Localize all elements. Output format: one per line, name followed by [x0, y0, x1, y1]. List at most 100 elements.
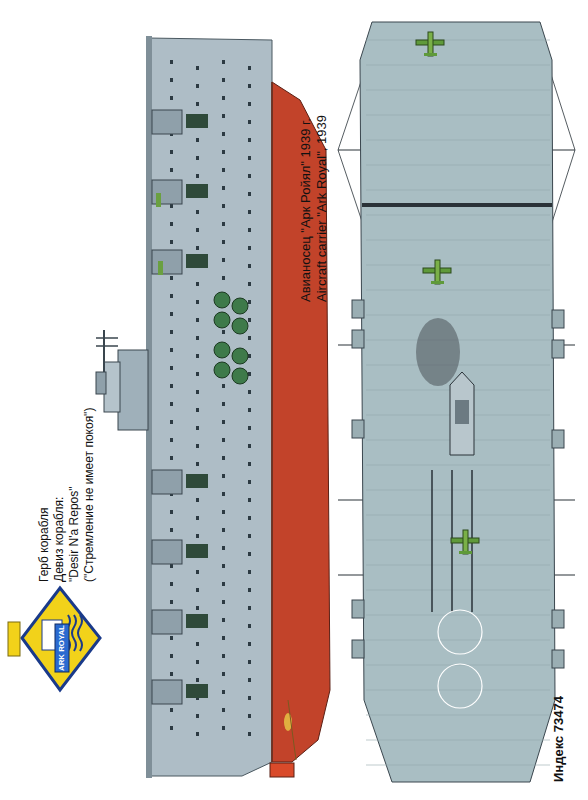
biplane	[416, 32, 444, 56]
gallery-opening	[186, 544, 208, 558]
porthole	[248, 552, 251, 556]
mast	[103, 330, 105, 372]
porthole	[196, 426, 199, 430]
porthole	[222, 240, 225, 244]
gun-sponson	[152, 680, 182, 704]
funnel	[455, 400, 469, 424]
biplane	[423, 260, 451, 284]
porthole	[248, 498, 251, 502]
deck-seam	[366, 715, 550, 716]
porthole	[248, 264, 251, 268]
caption-text: ("Стремление не имеет покоя")	[83, 408, 97, 582]
porthole	[248, 246, 251, 250]
porthole	[222, 114, 225, 118]
porthole	[248, 300, 251, 304]
porthole	[222, 420, 225, 424]
porthole	[196, 156, 199, 160]
crest-waves	[78, 615, 82, 651]
deck-seam	[366, 40, 550, 41]
caption-text: "Desir N'a Repos"	[68, 486, 82, 582]
caption-text: Aircraft carrier "Ark Royal", 1939	[315, 115, 330, 302]
porthole	[248, 282, 251, 286]
caption-text: Девиз корабля:	[53, 497, 67, 582]
porthole	[196, 732, 199, 736]
tailplane	[424, 53, 437, 56]
porthole	[170, 672, 173, 676]
porthole	[196, 210, 199, 214]
deck-seam	[366, 740, 550, 741]
island-top	[450, 372, 474, 455]
porthole	[170, 564, 173, 568]
deck-seam	[366, 115, 550, 116]
rudder	[270, 763, 294, 777]
porthole	[170, 60, 173, 64]
gun-sponson	[152, 470, 182, 494]
deck-seam	[366, 215, 550, 216]
porthole	[248, 696, 251, 700]
porthole	[170, 78, 173, 82]
porthole	[248, 570, 251, 574]
gallery-opening	[186, 614, 208, 628]
deck-seam	[366, 65, 550, 66]
plan-view	[338, 22, 575, 782]
porthole	[170, 348, 173, 352]
porthole	[222, 78, 225, 82]
porthole	[222, 726, 225, 730]
deck-seam	[366, 690, 550, 691]
porthole	[222, 510, 225, 514]
porthole	[222, 708, 225, 712]
deck-seam	[366, 190, 550, 191]
porthole	[196, 588, 199, 592]
sponson	[552, 310, 564, 328]
fuselage	[428, 32, 433, 56]
crest-name: ARK ROYAL	[57, 625, 66, 671]
deck-marking	[431, 470, 433, 612]
porthole	[196, 408, 199, 412]
porthole	[222, 636, 225, 640]
porthole	[222, 222, 225, 226]
porthole	[248, 426, 251, 430]
lifeboat	[214, 292, 230, 308]
porthole	[248, 138, 251, 142]
lifeboat	[214, 312, 230, 328]
porthole	[248, 516, 251, 520]
porthole	[222, 564, 225, 568]
crest-crown	[8, 622, 20, 656]
sponson	[352, 330, 364, 348]
porthole	[248, 120, 251, 124]
tailplane	[431, 281, 444, 284]
shaft	[288, 700, 296, 760]
funnel-smoke	[416, 318, 460, 386]
crest-shield	[22, 588, 100, 690]
porthole	[222, 258, 225, 262]
porthole	[170, 582, 173, 586]
deck-seam	[366, 290, 550, 291]
porthole	[170, 456, 173, 460]
porthole	[196, 498, 199, 502]
porthole	[222, 546, 225, 550]
deck-seam	[366, 615, 550, 616]
porthole	[196, 660, 199, 664]
side-profile	[96, 36, 330, 778]
porthole	[196, 570, 199, 574]
lift	[438, 610, 482, 654]
porthole	[222, 60, 225, 64]
tailplane	[459, 551, 472, 554]
biplane	[451, 530, 479, 554]
porthole	[248, 462, 251, 466]
gun-sponson	[152, 250, 182, 274]
porthole	[222, 132, 225, 136]
deck-seam	[366, 640, 550, 641]
porthole	[248, 534, 251, 538]
porthole	[196, 462, 199, 466]
porthole	[170, 204, 173, 208]
porthole	[196, 714, 199, 718]
porthole	[248, 174, 251, 178]
porthole	[196, 300, 199, 304]
porthole	[248, 192, 251, 196]
sponson	[552, 340, 564, 358]
porthole	[248, 336, 251, 340]
porthole	[196, 678, 199, 682]
lifeboat	[232, 318, 248, 334]
sponson	[552, 650, 564, 668]
